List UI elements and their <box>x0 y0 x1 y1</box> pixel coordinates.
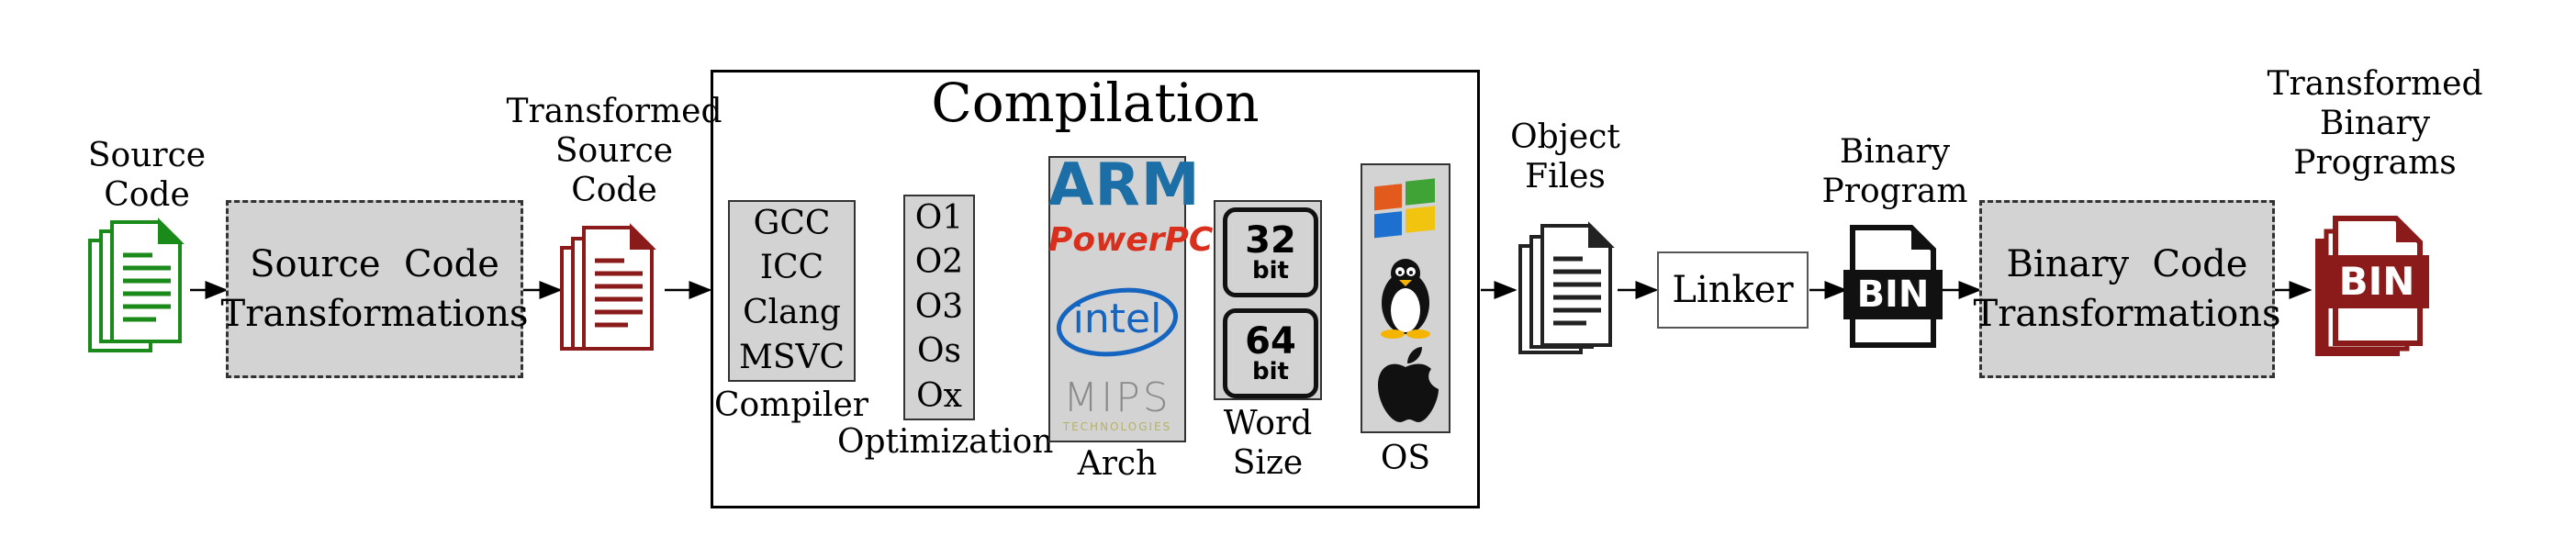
compiler-gcc: GCC <box>753 204 831 242</box>
word-size-label: Word Size <box>1223 405 1313 483</box>
optimization-label: Optimization <box>837 423 1054 461</box>
compilation-box <box>711 70 1480 508</box>
linux-tux-icon <box>1381 259 1430 339</box>
compiler-label: Compiler <box>714 386 868 424</box>
arch-intel-logo: intel <box>1072 296 1162 342</box>
apple-logo-icon <box>1378 347 1439 422</box>
windows-logo-icon <box>1374 178 1435 239</box>
source-code-document-icon <box>88 218 185 352</box>
arch-mips-subtitle: TECHNOLOGIES <box>1062 420 1172 433</box>
compilation-title: Compilation <box>931 72 1260 134</box>
compiler-options-box: GCC ICC Clang MSVC <box>728 200 856 382</box>
linker-box: Linker <box>1657 251 1809 329</box>
optimization-options-box: O1 O2 O3 Os Ox <box>903 195 975 420</box>
object-files-document-icon <box>1518 221 1615 354</box>
compiler-clang: Clang <box>743 294 841 331</box>
arch-label: Arch <box>1077 445 1158 483</box>
transformed-binary-programs-label: Transformed Binary Programs <box>2267 65 2483 183</box>
binary-program-file-icon <box>1843 225 1943 348</box>
source-code-transformations-box: Source Code Transformations <box>221 200 528 378</box>
intel-swoosh-icon <box>1056 287 1179 357</box>
arch-powerpc-logo: PowerPC <box>1048 221 1214 259</box>
word-size-32-bit: 32 bit <box>1223 207 1318 297</box>
binary-program-badge: BIN <box>1856 274 1930 316</box>
source-code-label: Source Code <box>87 137 207 215</box>
opt-o3: O3 <box>914 287 964 326</box>
binary-program-label: Binary Program <box>1821 133 1968 211</box>
opt-os: Os <box>917 332 961 371</box>
binary-code-transformations-box: Binary Code Transformations <box>1974 200 2280 378</box>
compiler-msvc: MSVC <box>738 338 846 376</box>
opt-ox: Ox <box>916 376 962 415</box>
transformed-binary-badge: BIN <box>2338 259 2415 304</box>
opt-o1: O1 <box>914 198 964 237</box>
transformed-source-document-icon <box>560 223 656 351</box>
compiler-icc: ICC <box>759 249 824 287</box>
transformed-source-code-label: Transformed Source Code <box>506 93 722 210</box>
arch-mips-logo: MIPS <box>1063 374 1171 421</box>
opt-o2: O2 <box>914 243 964 282</box>
os-label: OS <box>1380 440 1431 477</box>
word-size-64-bit: 64 bit <box>1223 308 1318 398</box>
arch-arm-logo: ARM <box>1048 151 1201 219</box>
transformed-binary-file-icon <box>2315 216 2429 356</box>
object-files-label: Object Files <box>1510 118 1620 196</box>
